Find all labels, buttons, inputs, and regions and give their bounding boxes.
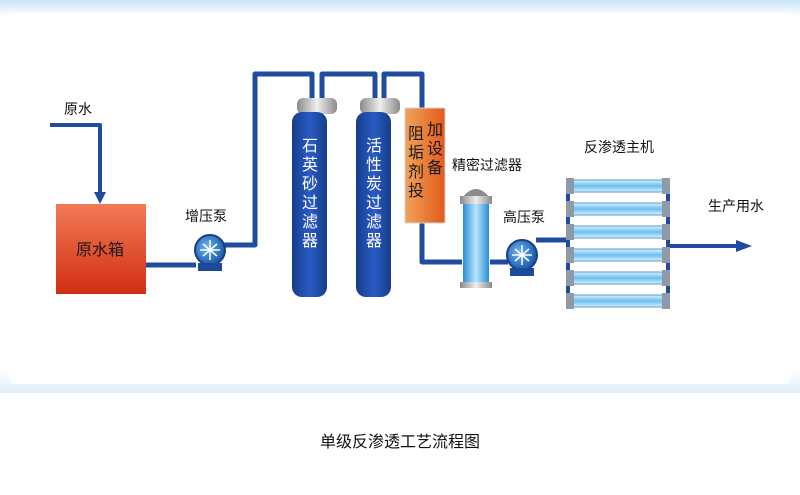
arrow-inlet-head [94, 192, 106, 204]
ro-membrane-5 [572, 271, 664, 285]
label-precision-filter: 精密过滤器 [452, 158, 522, 174]
ro-membrane-1 [572, 179, 664, 193]
label-booster-pump: 增压泵 [185, 209, 227, 225]
quartz-sand-filter [292, 98, 337, 297]
ro-membrane-6 [572, 294, 664, 308]
booster-pump [194, 234, 226, 271]
label-raw-water: 原水 [64, 102, 92, 118]
dosing-device [404, 107, 446, 224]
precision-filter [460, 189, 492, 288]
label-activated-carbon-filter: 活性炭过滤器 [365, 136, 382, 250]
raw-water-tank [56, 204, 146, 294]
ro-membrane-2 [572, 202, 664, 216]
pipe-dosing-to-precision [419, 222, 462, 265]
label-product-water: 生产用水 [708, 199, 764, 215]
pipe-raw-inlet [50, 123, 102, 196]
label-raw-water-tank: 原水箱 [76, 240, 125, 259]
label-quartz-sand-filter: 石英砂过滤器 [301, 136, 318, 250]
ro-membrane-3 [572, 225, 664, 239]
label-dosing-device: 加设备 [426, 120, 443, 177]
flow-diagram-svg [50, 71, 752, 309]
label-antiscalant-dosing: 阻垢剂投 [407, 124, 424, 200]
activated-carbon-filter [356, 98, 400, 297]
label-high-pressure-pump: 高压泵 [503, 210, 545, 226]
arrow-product-head [736, 240, 752, 252]
diagram-caption: 单级反渗透工艺流程图 [319, 432, 480, 451]
pipe-carbon-to-dosing [381, 71, 425, 108]
ro-membrane-4 [572, 248, 664, 262]
pipe-pump-to-quartz [224, 71, 315, 248]
label-ro-main-unit: 反渗透主机 [584, 140, 654, 156]
pipe-quartz-to-carbon [319, 71, 378, 103]
ro-main-unit [566, 178, 670, 309]
high-pressure-pump [506, 239, 538, 276]
pipes [50, 71, 738, 302]
